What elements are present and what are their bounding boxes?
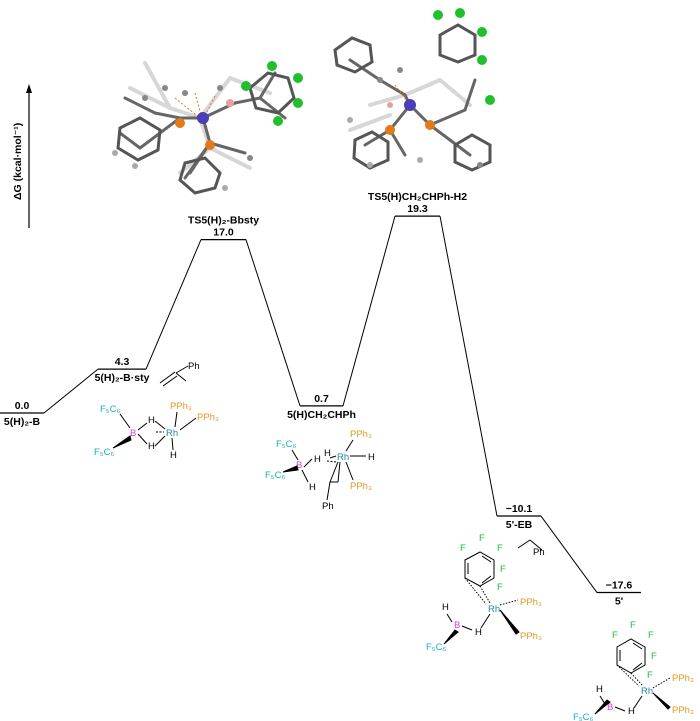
connector-2 bbox=[245, 239, 301, 407]
fluorine-label: F bbox=[497, 543, 503, 554]
boron-atom-label: B bbox=[296, 460, 302, 471]
connector-5 bbox=[540, 515, 598, 593]
phenyl-label: Ph bbox=[533, 547, 545, 558]
connector-3 bbox=[342, 216, 396, 406]
fluorine-label: F bbox=[647, 670, 653, 681]
ts2-3d-structure bbox=[333, 8, 495, 172]
connector-4 bbox=[439, 216, 498, 517]
level-labels: 0.0 5(H)₂-B 4.3 5(H)₂-B·sty 17.0TS5(H)₂-Bbst… bbox=[4, 191, 633, 607]
rh-atom-label: Rh bbox=[166, 428, 178, 439]
hydride-label: H bbox=[324, 448, 331, 459]
y-axis-arrowhead-icon bbox=[26, 84, 32, 93]
hydride-label: H bbox=[368, 452, 375, 463]
pph3-label: PPh₃ bbox=[672, 673, 694, 684]
y-axis-label: ΔG (kcal·mol⁻¹) bbox=[12, 123, 24, 200]
species-name-label: 5(H)₂-B bbox=[4, 416, 41, 428]
species-name-label: TS5(H)CH₂CHPh-H2 bbox=[368, 191, 467, 203]
boron-atom-label: B bbox=[130, 428, 136, 439]
fluorine-label: F bbox=[651, 651, 657, 662]
fluorine-label: F bbox=[630, 620, 636, 631]
c6f5-label: F₅C₆ bbox=[265, 470, 285, 481]
connector-0 bbox=[43, 368, 99, 414]
energy-value-label: −17.6 bbox=[606, 580, 633, 592]
c6f5-label: F₅C₆ bbox=[573, 712, 593, 721]
phenyl-label: Ph bbox=[188, 361, 200, 372]
species-name-label: 5(H)₂-B·sty bbox=[95, 372, 150, 384]
y-axis: ΔG (kcal·mol⁻¹) bbox=[12, 84, 32, 228]
hydride-label: H bbox=[628, 706, 635, 717]
fluorine-label: F bbox=[500, 564, 506, 575]
structure-5h-ch2chph: F₅C₆ F₅C₆ B Rh H H H H PPh₃ PPh₃ Ph bbox=[265, 429, 375, 512]
pph3-label: PPh₃ bbox=[197, 412, 219, 423]
ts1-3d-structure bbox=[112, 61, 303, 195]
styrene-structure: Ph bbox=[159, 361, 200, 387]
hydride-label: H bbox=[170, 450, 177, 461]
hydride-label: H bbox=[148, 441, 155, 452]
energy-value-label: 19.3 bbox=[407, 203, 428, 215]
hydride-label: H bbox=[314, 454, 321, 465]
pph3-label: PPh₃ bbox=[520, 597, 542, 608]
structure-5prime: F F F F F Rh B H H PPh₃ PPh₃ F₅C₆ bbox=[573, 620, 694, 721]
pph3-label: PPh₃ bbox=[350, 481, 372, 492]
profile-lines bbox=[0, 215, 641, 594]
rh-atom-label: Rh bbox=[488, 604, 500, 615]
fluorine-label: F bbox=[648, 630, 654, 641]
energy-value-label: 0.0 bbox=[15, 400, 30, 412]
fluorine-label: F bbox=[460, 543, 466, 554]
energy-value-label: 0.7 bbox=[314, 393, 329, 405]
pph3-label: PPh₃ bbox=[350, 429, 372, 440]
pph3-label: PPh₃ bbox=[672, 705, 694, 716]
species-name-label: 5' bbox=[615, 596, 623, 608]
structure-5prime-eb: F F F F F Rh B H H PPh₃ PPh₃ F₅C₆ Ph bbox=[426, 533, 545, 653]
fluorine-label: F bbox=[612, 630, 618, 641]
energy-value-label: 4.3 bbox=[115, 356, 130, 368]
c6f5-label: F₅C₆ bbox=[276, 439, 296, 450]
species-name-label: 5(H)CH₂CHPh bbox=[287, 409, 356, 421]
structure-5h2-b: F₅C₆ F₅C₆ B Rh H H H PPh₃ PPh₃ bbox=[94, 401, 219, 461]
energy-value-label: 17.0 bbox=[213, 227, 234, 239]
hydride-label: H bbox=[442, 602, 449, 613]
fluorine-label: F bbox=[479, 533, 485, 544]
energy-value-label: −10.1 bbox=[506, 503, 533, 515]
pph3-label: PPh₃ bbox=[170, 401, 192, 412]
connector-1 bbox=[145, 239, 202, 370]
c6f5-label: F₅C₆ bbox=[100, 404, 120, 415]
hydride-label: H bbox=[148, 415, 155, 426]
species-name-label: TS5(H)₂-Bbsty bbox=[188, 215, 259, 227]
rh-atom-label: Rh bbox=[641, 686, 653, 697]
rh-atom-label: Rh bbox=[337, 452, 349, 463]
hydride-label: H bbox=[475, 627, 482, 638]
fluorine-label: F bbox=[497, 582, 503, 593]
boron-atom-label: B bbox=[607, 702, 613, 713]
phenyl-label: Ph bbox=[322, 501, 334, 512]
pph3-label: PPh₃ bbox=[520, 631, 542, 642]
c6f5-label: F₅C₆ bbox=[94, 447, 114, 458]
species-name-label: 5'-EB bbox=[506, 519, 533, 531]
hydride-label: H bbox=[596, 684, 603, 695]
boron-atom-label: B bbox=[454, 620, 460, 631]
c6f5-label: F₅C₆ bbox=[426, 642, 446, 653]
hydride-label: H bbox=[309, 482, 316, 493]
